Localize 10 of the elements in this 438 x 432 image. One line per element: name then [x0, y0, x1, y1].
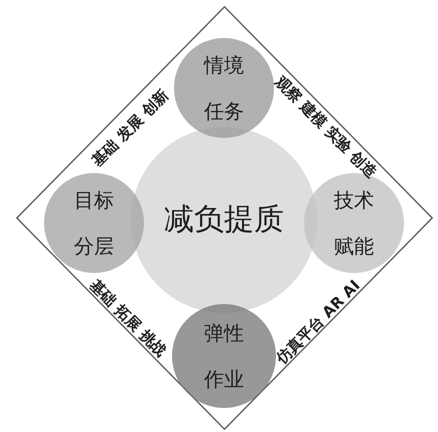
circle-label: 情境任务 — [204, 52, 244, 125]
circle-label: 技术赋能 — [334, 187, 374, 260]
side-label: 基础 拓展 挑战 — [86, 276, 170, 360]
side-label: 观察 建模 实验 创造 — [272, 72, 380, 182]
side-label: 基础 发展 创新 — [88, 86, 172, 170]
circle-label: 目标分层 — [74, 187, 114, 260]
circle-label: 弹性作业 — [204, 320, 244, 393]
center-label: 减负提质 — [164, 202, 284, 238]
diamond-frame — [16, 6, 433, 430]
side-label: 仿真平台 AR AI — [272, 276, 364, 368]
